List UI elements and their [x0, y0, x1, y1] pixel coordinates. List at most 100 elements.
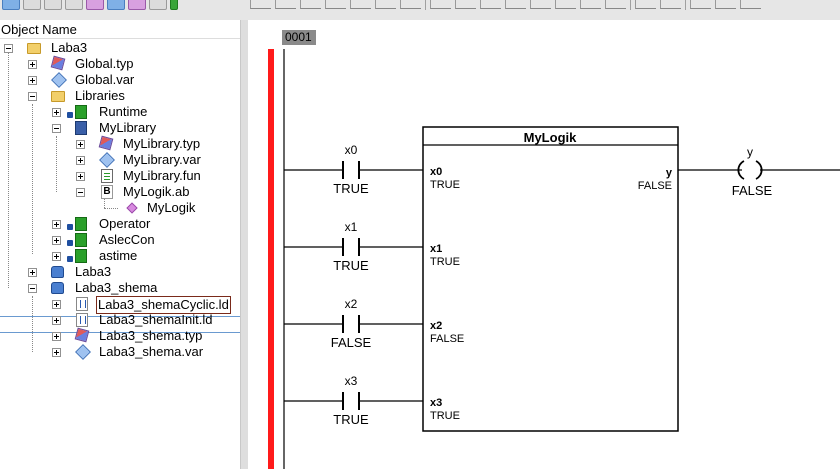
expand-icon[interactable]: [28, 76, 37, 85]
tree-item-mylibrary-typ[interactable]: MyLibrary.typ: [0, 135, 240, 152]
contact-positive-icon[interactable]: [300, 0, 321, 9]
expand-icon[interactable]: [52, 316, 61, 325]
tree-item-laba3-shema-typ[interactable]: Laba3_shema.typ: [0, 327, 240, 344]
variable-icon: [75, 344, 91, 360]
properties-icon[interactable]: [44, 0, 62, 10]
toolbar: [0, 0, 840, 20]
return-icon[interactable]: [660, 0, 681, 9]
tree-item-label: MyLibrary.var: [123, 152, 201, 167]
contact-icon[interactable]: [250, 0, 271, 9]
contact-variable-name: x1: [345, 220, 358, 234]
tree-line: [32, 104, 33, 254]
insert-variable-icon[interactable]: [107, 0, 125, 10]
variable-icon: [99, 152, 115, 168]
tree-item-label: Laba3_shema.var: [99, 344, 204, 359]
collapse-icon[interactable]: [4, 44, 13, 53]
automation-basic-icon: B: [101, 185, 113, 199]
library-icon: [75, 121, 87, 135]
insert-row-icon[interactable]: [400, 0, 421, 9]
tree-column-header[interactable]: Object Name: [0, 20, 240, 39]
coil-positive-icon[interactable]: [530, 0, 551, 9]
tree-item-mylibrary[interactable]: MyLibrary: [0, 120, 240, 136]
tree-item-runtime[interactable]: Runtime: [0, 104, 240, 120]
coil-icon[interactable]: [430, 0, 451, 9]
expand-icon[interactable]: [76, 140, 85, 149]
help-icon[interactable]: [65, 0, 83, 10]
collapse-icon[interactable]: [76, 188, 85, 197]
ladder-diagram-icon: [76, 313, 88, 327]
tree-item-operator[interactable]: Operator: [0, 216, 240, 232]
function-block-icon: [126, 202, 138, 214]
tree-item-mylibrary-var[interactable]: MyLibrary.var: [0, 152, 240, 168]
function-block-icon[interactable]: [690, 0, 711, 9]
fb-input-pin-name: x3: [430, 397, 442, 409]
tree-item-label: Laba3_shemaInit.ld: [99, 312, 213, 327]
fb-output-pin-name: y: [666, 167, 673, 179]
expand-icon[interactable]: [76, 156, 85, 165]
toolbar-separator: [425, 0, 426, 10]
tree-item-label: MyLogik.ab: [123, 184, 190, 199]
tree-item-laba3-program[interactable]: Laba3: [0, 264, 240, 280]
tree-line: [104, 208, 118, 209]
insert-object-icon[interactable]: [128, 0, 146, 10]
coil-reset-icon[interactable]: [505, 0, 526, 9]
tree-item-mylogik-ab[interactable]: B MyLogik.ab: [0, 184, 240, 200]
tree-item-mylogik[interactable]: MyLogik: [0, 200, 240, 216]
comment-icon[interactable]: [740, 0, 761, 9]
edit-icon[interactable]: [149, 0, 167, 10]
expand-icon[interactable]: [52, 108, 61, 117]
expand-icon[interactable]: [52, 252, 61, 261]
tree-item-laba3-shemainit-ld[interactable]: Laba3_shemaInit.ld: [0, 312, 240, 328]
run-icon[interactable]: [170, 0, 178, 10]
expand-icon[interactable]: [52, 332, 61, 341]
tree-item-label: Laba3_shema: [75, 280, 158, 295]
expand-icon[interactable]: [28, 60, 37, 69]
tree-item-laba3-project[interactable]: Laba3: [0, 40, 240, 56]
collapse-icon[interactable]: [28, 92, 37, 101]
function-block-mylogik[interactable]: [422, 126, 679, 432]
tree-item-laba3-shema[interactable]: Laba3_shema: [0, 280, 240, 296]
expand-icon[interactable]: [76, 172, 85, 181]
insert-type-icon[interactable]: [86, 0, 104, 10]
insert-column-icon[interactable]: [375, 0, 396, 9]
tree-item-label: Laba3: [51, 40, 88, 55]
function-icon[interactable]: [715, 0, 736, 9]
tree-item-global-var[interactable]: Global.var: [0, 72, 240, 88]
expand-icon[interactable]: [52, 236, 61, 245]
coil-memory-icon[interactable]: [580, 0, 601, 9]
panel-splitter[interactable]: [240, 20, 249, 469]
contact-negated-icon[interactable]: [275, 0, 296, 9]
tree-item-libraries[interactable]: Libraries: [0, 88, 240, 104]
table-icon[interactable]: [23, 0, 41, 10]
expand-icon[interactable]: [52, 300, 61, 309]
tree-item-mylibrary-fun[interactable]: MyLibrary.fun: [0, 168, 240, 184]
coil-negative-icon[interactable]: [555, 0, 576, 9]
tree-item-laba3-shema-var[interactable]: Laba3_shema.var: [0, 344, 240, 360]
expand-icon[interactable]: [52, 220, 61, 229]
library-icon: [75, 217, 87, 231]
jump-icon[interactable]: [635, 0, 656, 9]
tree-item-global-typ[interactable]: Global.typ: [0, 55, 240, 72]
coil-retentive-icon[interactable]: [605, 0, 626, 9]
fb-input-pin-name: x1: [430, 243, 442, 255]
contact-negative-icon[interactable]: [325, 0, 346, 9]
toolbar-left-group: [0, 0, 246, 20]
expand-icon[interactable]: [52, 348, 61, 357]
collapse-icon[interactable]: [52, 124, 61, 133]
coil-set-icon[interactable]: [480, 0, 501, 9]
branch-icon[interactable]: [350, 0, 371, 9]
tree-item-laba3-shemacyclic-ld[interactable]: Laba3_shemaCyclic.ld: [0, 296, 240, 314]
tree-item-label: Libraries: [75, 88, 125, 103]
expand-icon[interactable]: [28, 268, 37, 277]
tree-item-asleccon[interactable]: AslecCon: [0, 232, 240, 248]
collapse-icon[interactable]: [28, 284, 37, 293]
coil-negated-icon[interactable]: [455, 0, 476, 9]
tree-item-label: MyLibrary.typ: [123, 136, 201, 151]
contact-state: TRUE: [333, 412, 369, 427]
data-type-icon: [74, 327, 90, 343]
tree-item-astime[interactable]: astime: [0, 248, 240, 264]
lock-icon: [67, 224, 73, 230]
open-project-icon[interactable]: [2, 0, 20, 10]
program-icon: [51, 282, 64, 294]
